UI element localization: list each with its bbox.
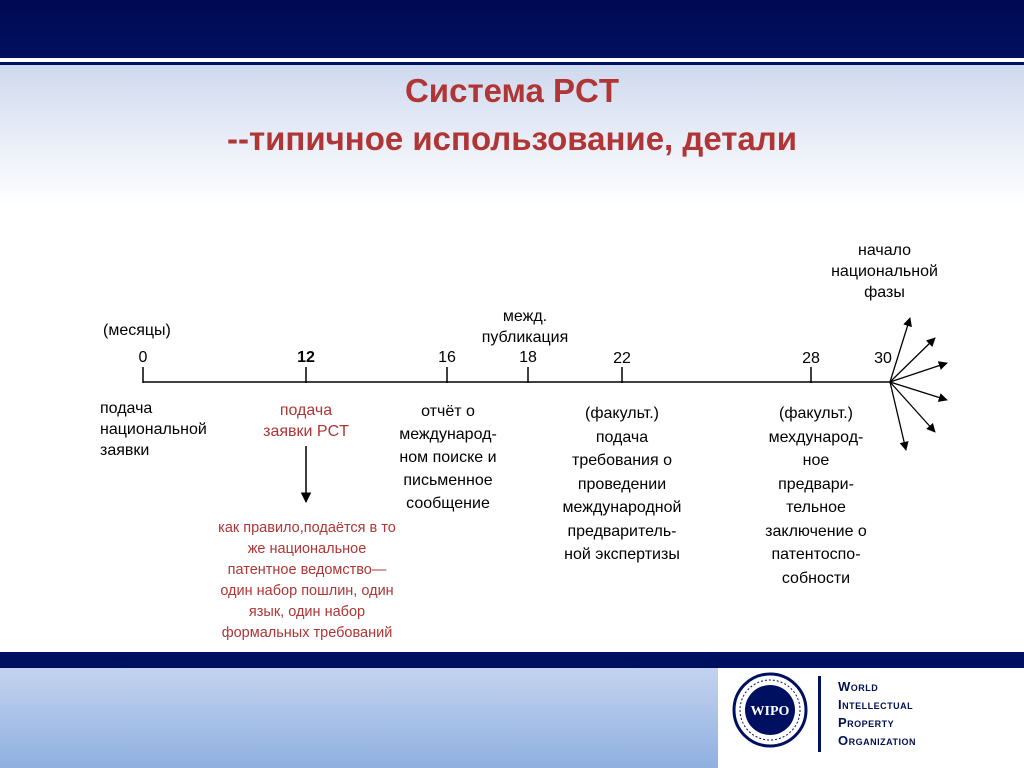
label-pct-filing: подача заявки PCT xyxy=(263,402,349,440)
organization-name: World Intellectual Property Organization xyxy=(838,679,916,748)
tick-marks xyxy=(142,367,812,383)
publication-label: межд. публикация xyxy=(481,308,569,346)
tick-label-12: 12 xyxy=(297,349,315,366)
label-preliminary-report: (факульт.) мехдународ- ное предвари- тел… xyxy=(765,405,867,587)
logo-text: WIPO xyxy=(751,704,790,719)
header-band xyxy=(0,0,1024,58)
logo-divider xyxy=(818,676,821,752)
tick-label-30: 30 xyxy=(874,350,892,367)
tick-label-22: 22 xyxy=(613,350,631,367)
pct-filing-note: как правило,подаётся в то же национально… xyxy=(218,520,396,641)
tick-label-18: 18 xyxy=(519,349,537,366)
national-phase-arrow xyxy=(889,381,936,433)
national-phase-arrow xyxy=(889,361,948,383)
national-phase-arrow xyxy=(889,381,948,402)
footer-gradient xyxy=(0,668,718,768)
tick-label-28: 28 xyxy=(802,350,820,367)
footer-band xyxy=(0,652,1024,668)
slide-subtitle: --типичное использование, детали xyxy=(226,120,798,157)
national-phase-fan xyxy=(889,317,948,451)
wipo-logo-icon: WIPO xyxy=(732,672,808,748)
label-national-filing: подача национальной заявки xyxy=(100,400,207,459)
label-demand-filing: (факульт.) подача требования о проведени… xyxy=(562,405,682,563)
label-search-report: отчёт о международ- ном поиске и письмен… xyxy=(399,403,497,512)
tick-label-16: 16 xyxy=(438,349,456,366)
national-phase-arrow xyxy=(889,381,909,451)
header-gradient xyxy=(0,65,1024,205)
slide-title: Система PCT xyxy=(404,72,620,109)
national-phase-arrow xyxy=(889,317,912,383)
header-rule xyxy=(0,62,1024,65)
unit-label: (месяцы) xyxy=(103,322,171,339)
tick-label-0: 0 xyxy=(138,349,148,366)
national-phase-arrow xyxy=(889,337,936,383)
national-phase-label: начало национальной фазы xyxy=(831,242,938,301)
